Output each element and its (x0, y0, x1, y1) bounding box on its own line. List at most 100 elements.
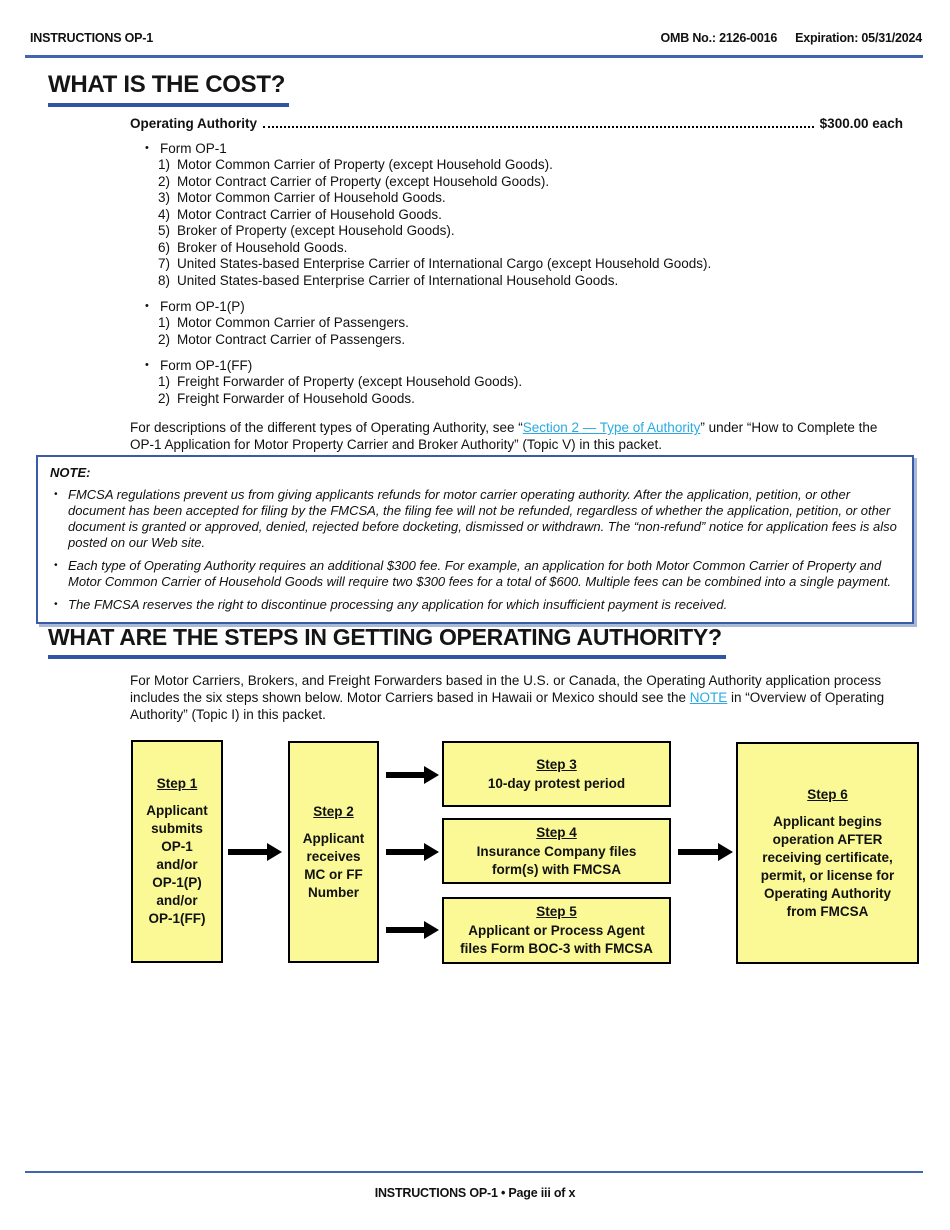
step-line: Applicant or Process Agent (468, 923, 645, 938)
flow-step-1: Step 1 Applicant submits OP-1 and/or OP-… (131, 740, 223, 963)
flow-step-2: Step 2 Applicant receives MC or FF Numbe… (288, 741, 379, 963)
group-label: Form OP-1(FF) (130, 357, 903, 374)
item-text: Motor Common Carrier of Passengers. (177, 315, 409, 330)
step-title: Step 5 (536, 904, 577, 919)
list-item: 7)United States-based Enterprise Carrier… (130, 256, 903, 273)
item-text: Broker of Property (except Household Goo… (177, 223, 455, 238)
header-rule (25, 55, 923, 58)
section2-link[interactable]: Section 2 — Type of Authority (522, 420, 701, 435)
page-header: INSTRUCTIONS OP-1 OMB No.: 2126-0016 Exp… (30, 31, 922, 45)
item-number: 1) (158, 157, 171, 172)
step-line: operation AFTER (772, 831, 883, 847)
step-line: Applicant (146, 803, 208, 818)
intro-post: in “Overview of Operating Authority” (To… (130, 690, 885, 722)
footer-page-label: INSTRUCTIONS OP-1 • Page iii of x (374, 1186, 576, 1200)
fee-amount: $300.00 each (819, 116, 903, 131)
item-text: Motor Common Carrier of Household Goods. (177, 190, 446, 205)
step-line: OP-1 (161, 839, 193, 854)
item-number: 6) (158, 239, 171, 255)
list-item: 8)United States-based Enterprise Carrier… (130, 273, 903, 290)
step-line: permit, or license for (760, 867, 895, 883)
flow-step-5: Step 5 Applicant or Process Agent files … (442, 897, 671, 964)
step-line: Applicant (302, 830, 365, 846)
item-text: Freight Forwarder of Household Goods. (177, 390, 415, 406)
list-item: 5) Broker of Property (except Household G… (130, 223, 903, 240)
step-line: receiving certificate, (762, 849, 893, 865)
omb-number: OMB No.: 2126-0016 (660, 31, 778, 45)
dot-leader (263, 126, 814, 128)
item-number: 2) (158, 173, 171, 189)
steps-intro-paragraph: For Motor Carriers, Brokers, and Freight… (130, 672, 903, 723)
list-item: 3) Motor Common Carrier of Household Good… (130, 190, 903, 207)
form-group-op1: Form OP-1 1) Motor Common Carrier of Prop… (130, 140, 903, 289)
item-text: Motor Contract Carrier of Passengers. (177, 331, 406, 347)
step-title: Step 3 (536, 756, 577, 772)
item-number: 1) (158, 374, 171, 389)
note-text: The FMCSA reserves the right to disconti… (68, 597, 728, 612)
flow-arrow (678, 849, 718, 855)
step-line: Applicant begins (773, 813, 882, 829)
list-item: 6)Broker of Household Goods. (130, 240, 903, 257)
section-title-steps: WHAT ARE THE STEPS IN GETTING OPERATING … (48, 624, 726, 659)
step-line: files Form BOC-3 with FMCSA (460, 941, 653, 956)
flow-arrow (228, 849, 267, 855)
footer-rule (25, 1171, 923, 1173)
desc-pre: For descriptions of the different types … (130, 420, 523, 435)
item-text: Freight Forwarder of Property (except Ho… (177, 374, 523, 389)
item-text: Motor Contract Carrier of Household Good… (177, 206, 442, 222)
flow-step-3: Step 3 10-day protest period (442, 741, 671, 807)
item-number: 3) (158, 190, 171, 205)
list-item: 1) Motor Common Carrier of Passengers. (130, 315, 903, 332)
step-title: Step 4 (536, 824, 577, 840)
step-line: Insurance Company files (476, 843, 637, 859)
step-line: from FMCSA (786, 903, 869, 919)
note-text: Each type of Operating Authority require… (68, 558, 892, 589)
flow-step-6: Step 6 Applicant begins operation AFTER … (736, 742, 919, 964)
note-box: NOTE: FMCSA regulations prevent us from … (36, 455, 914, 624)
list-item: 1) Freight Forwarder of Property (except … (130, 374, 903, 391)
flow-step-4: Step 4 Insurance Company files form(s) w… (442, 818, 671, 884)
list-item: 2) Freight Forwarder of Household Goods. (130, 391, 903, 408)
list-item: 2) Motor Contract Carrier of Passengers. (130, 332, 903, 349)
desc-post: ” under “How to Complete the OP-1 Applic… (130, 420, 878, 452)
description-paragraph: For descriptions of the different types … (130, 419, 903, 453)
flow-arrow (386, 849, 424, 855)
section-title-cost: WHAT IS THE COST? (48, 71, 290, 107)
cost-content: Operating Authority $300.00 each Form OP… (130, 116, 903, 453)
step-line: and/or (156, 893, 198, 908)
form-group-op1p: Form OP-1(P) 1) Motor Common Carrier of P… (130, 298, 903, 348)
step-line: submits (151, 821, 203, 836)
form-group-op1ff: Form OP-1(FF) 1) Freight Forwarder of Pro… (130, 357, 903, 407)
group-label: Form OP-1 (130, 140, 903, 157)
fee-line: Operating Authority $300.00 each (130, 116, 903, 131)
step-title: Step 6 (807, 786, 848, 802)
step-line: 10-day protest period (487, 775, 626, 791)
note-bullet: FMCSA regulations prevent us from giving… (50, 487, 898, 551)
item-number: 4) (158, 206, 171, 222)
step-line: MC or FF (304, 866, 363, 882)
step-line: receives (306, 848, 361, 864)
item-number: 2) (158, 331, 171, 347)
item-text: Motor Common Carrier of Property (except… (177, 157, 553, 172)
item-number: 5) (158, 223, 171, 238)
flow-arrow (386, 927, 424, 933)
step-line: form(s) with FMCSA (492, 861, 621, 877)
note-bullet: Each type of Operating Authority require… (50, 558, 898, 590)
list-item: 1) Motor Common Carrier of Property (exce… (130, 157, 903, 174)
note-text: FMCSA regulations prevent us from giving… (68, 487, 897, 550)
list-item: 4) Motor Contract Carrier of Household Go… (130, 207, 903, 224)
item-number: 2) (158, 390, 171, 406)
list-item: 2) Motor Contract Carrier of Property (ex… (130, 174, 903, 191)
item-text: United States-based Enterprise Carrier o… (177, 272, 619, 288)
item-number: 1) (158, 315, 171, 330)
note-label: NOTE: (50, 465, 91, 480)
group-label: Form OP-1(P) (130, 298, 903, 315)
flow-arrow (386, 772, 424, 778)
item-text: Motor Contract Carrier of Property (exce… (177, 173, 550, 189)
intro-pre: For Motor Carriers, Brokers, and Freight… (130, 673, 882, 705)
flowchart: Step 1 Applicant submits OP-1 and/or OP-… (0, 740, 950, 975)
omb-block: OMB No.: 2126-0016 Expiration: 05/31/202… (660, 31, 922, 45)
step-line: OP-1(FF) (148, 911, 206, 926)
note-link[interactable]: NOTE (689, 690, 728, 705)
